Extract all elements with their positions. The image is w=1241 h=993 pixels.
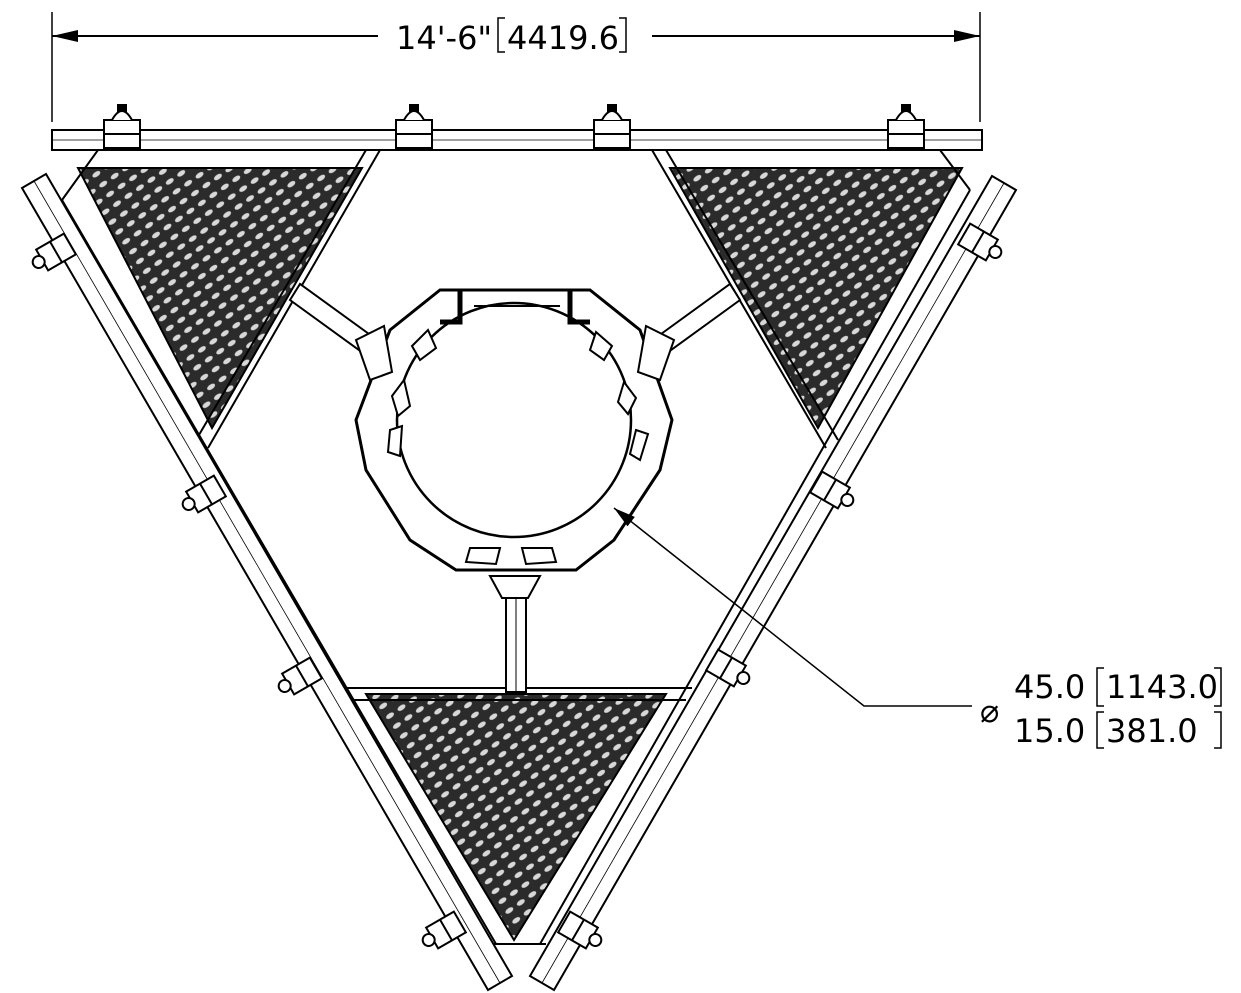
pole-circle (395, 301, 633, 539)
clamp-icon (395, 104, 433, 149)
top-handrail (51, 129, 983, 151)
grating-panel-left (76, 167, 364, 431)
side-handrails (20, 172, 1018, 992)
width-dimension: 14'-6" 4419.6 (51, 12, 981, 122)
grating-panel-bottom (364, 693, 668, 942)
clamp-icon (808, 470, 855, 510)
grating-panels (76, 167, 964, 942)
width-imperial-text: 14'-6" (396, 19, 492, 57)
metric-bracket-close (619, 17, 627, 53)
clamp-icon (421, 910, 468, 950)
width-metric-text: 4419.6 (507, 19, 619, 57)
diameter-min-metric: 381.0 (1106, 712, 1198, 750)
metric-bracket-open (497, 17, 505, 53)
side-clamps (31, 222, 1003, 950)
clamp-icon (593, 104, 631, 149)
top-clamps (103, 104, 925, 149)
clamp-icon (887, 104, 925, 149)
diameter-min-imperial: 15.0 (1014, 712, 1085, 750)
diameter-max-metric: 1143.0 (1106, 668, 1218, 706)
clamp-icon (556, 910, 603, 950)
diameter-leader (613, 507, 972, 707)
grating-panel-right (668, 167, 964, 431)
clamp-icon (31, 232, 78, 272)
clamp-icon (103, 104, 141, 149)
diameter-max-imperial: 45.0 (1014, 668, 1085, 706)
clamp-icon (277, 656, 324, 696)
clamp-icon (956, 222, 1003, 262)
clamp-icon (704, 648, 751, 688)
pole-mount (354, 288, 676, 599)
diameter-symbol: ⌀ (980, 692, 999, 730)
diameter-callout: ⌀ 45.0 15.0 1143.0 381.0 (980, 667, 1222, 750)
platform-frame (61, 149, 971, 945)
clamp-icon (181, 474, 228, 514)
